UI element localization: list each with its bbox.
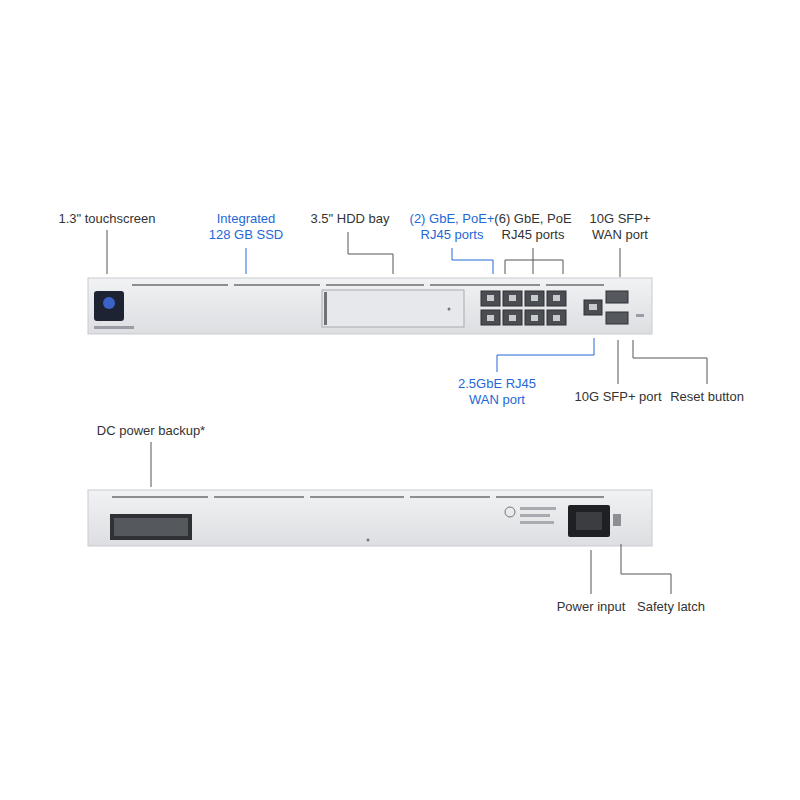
callout-label: 10G SFP+ port xyxy=(574,389,661,405)
callout-label: Safety latch xyxy=(637,599,705,615)
callout-label: 10G SFP+ WAN port xyxy=(583,211,657,243)
callout-label: 2.5GbE RJ45 WAN port xyxy=(453,376,541,408)
callout-label: 3.5" HDD bay xyxy=(310,211,389,227)
callout-label: Power input xyxy=(557,599,626,615)
callout-label: Integrated 128 GB SSD xyxy=(206,211,286,243)
callout-label: Reset button xyxy=(670,389,744,405)
callout-label: (2) GbE, PoE+ RJ45 ports xyxy=(404,211,500,243)
callout-label: 1.3" touchscreen xyxy=(58,211,155,227)
callout-label: DC power backup* xyxy=(97,423,205,439)
callout-label: (6) GbE, PoE RJ45 ports xyxy=(487,211,579,243)
